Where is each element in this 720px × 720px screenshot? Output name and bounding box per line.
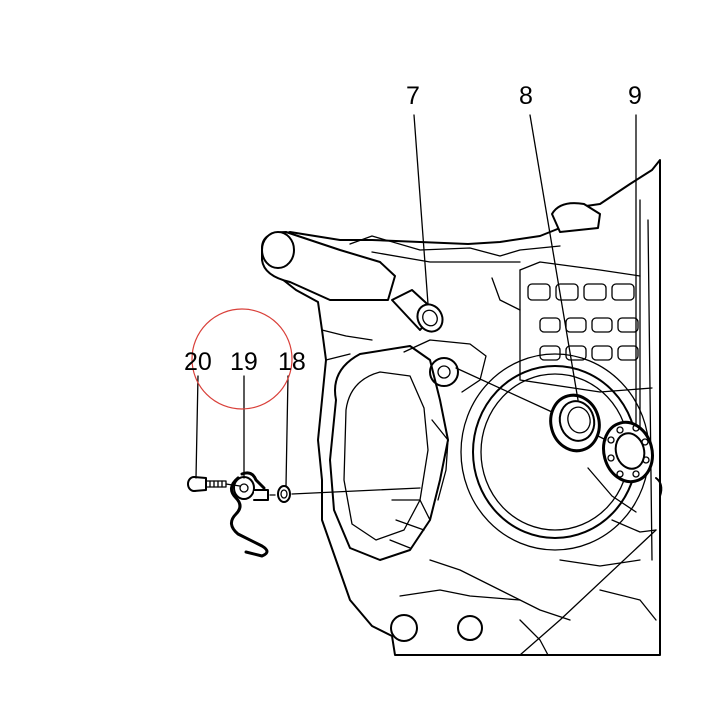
leader-lines [195, 114, 637, 487]
callout-19: 19 [230, 348, 258, 376]
callout-20: 20 [184, 348, 212, 376]
part-20-bolt [187, 476, 227, 492]
crankcase-housing [261, 159, 661, 656]
part-18-washer [277, 485, 291, 503]
callout-9: 9 [628, 82, 642, 110]
part-9-ball-bearing [602, 420, 663, 497]
housing-slots [491, 269, 653, 393]
callout-7: 7 [406, 82, 420, 110]
highlight-circle [191, 308, 293, 410]
assembly-lines [225, 367, 657, 656]
callout-18: 18 [278, 348, 306, 376]
part-8-oil-seal [549, 393, 601, 453]
part-7-dowel-sleeve [391, 289, 444, 333]
callout-8: 8 [519, 82, 533, 110]
